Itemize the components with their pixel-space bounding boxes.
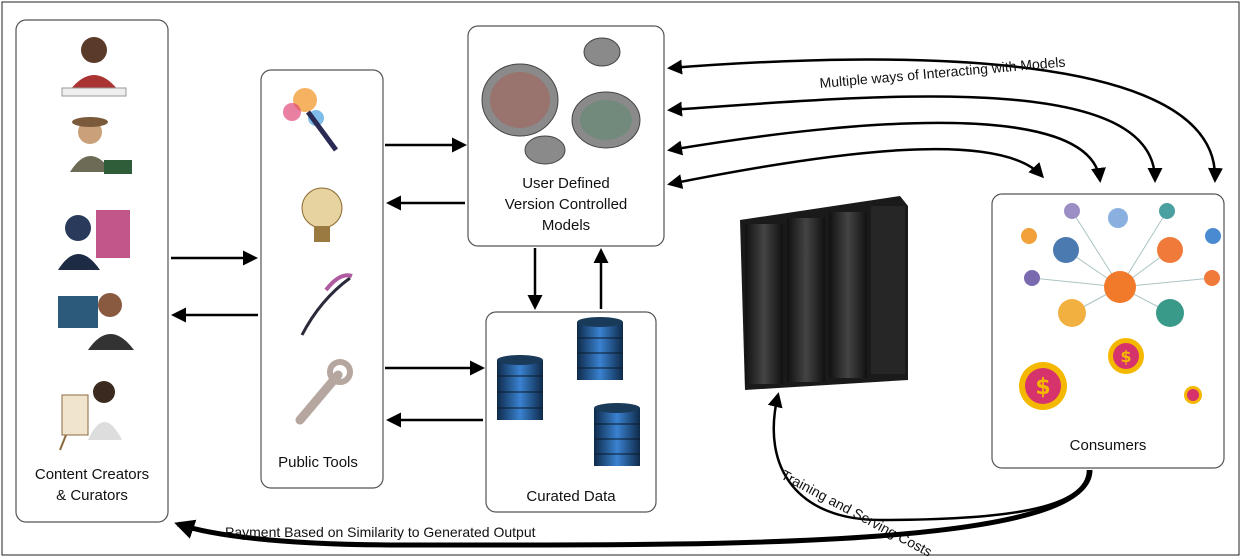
- node-models: User Defined Version Controlled Models: [467, 25, 665, 247]
- programmer-person-icon: [58, 293, 134, 350]
- headphones-computer-person-icon: [58, 210, 130, 270]
- consumers-label: Consumers: [1070, 437, 1147, 454]
- quill-pen-icon: [300, 273, 353, 336]
- svg-text:$: $: [1120, 347, 1131, 366]
- node-curated-data: Curated Data: [485, 311, 657, 513]
- models-label-line2: Version Controlled: [505, 196, 628, 213]
- typewriter-person-icon: [70, 117, 132, 174]
- models-label-line1: User Defined: [522, 175, 610, 192]
- edge-models-consumers-4: [667, 147, 1045, 190]
- payment-label: Payment Based on Similarity to Generated…: [225, 524, 536, 540]
- data-label: Curated Data: [526, 488, 616, 505]
- dollar-coin-icon: $: [1108, 338, 1144, 374]
- creators-label-line1: Content Creators: [35, 466, 149, 483]
- node-consumers: $ $ Consumers: [991, 193, 1225, 469]
- node-content-creators: Content Creators & Curators: [15, 19, 169, 523]
- writer-person-icon: [61, 37, 127, 97]
- painter-person-icon: [59, 381, 122, 451]
- people-network-icon: [1021, 203, 1221, 327]
- edge-payment-to-creators: [174, 469, 1093, 548]
- database-stack-icon: [594, 403, 640, 466]
- costs-label: Training and Serving Costs: [779, 467, 935, 557]
- models-label-line3: Models: [542, 217, 590, 234]
- edge-models-consumers-2: [667, 95, 1163, 183]
- speech-bubbles-icon: [481, 37, 641, 165]
- edge-models-consumers-1: [667, 58, 1223, 183]
- dollar-coin-icon: [1184, 386, 1202, 404]
- node-public-tools: Public Tools: [260, 69, 384, 489]
- edge-models-consumers-3: [667, 121, 1106, 183]
- database-stack-icon: [497, 355, 543, 420]
- svg-text:$: $: [1035, 375, 1050, 400]
- dollar-coin-icon: $: [1019, 362, 1067, 410]
- paint-pen-icon: [283, 88, 339, 152]
- database-stack-icon: [577, 317, 623, 380]
- lightbulb-icon: [301, 187, 343, 242]
- server-rack-icon: [740, 196, 908, 390]
- wrench-icon: [295, 359, 353, 425]
- tools-label: Public Tools: [278, 454, 358, 471]
- creators-label-line2: & Curators: [56, 487, 128, 504]
